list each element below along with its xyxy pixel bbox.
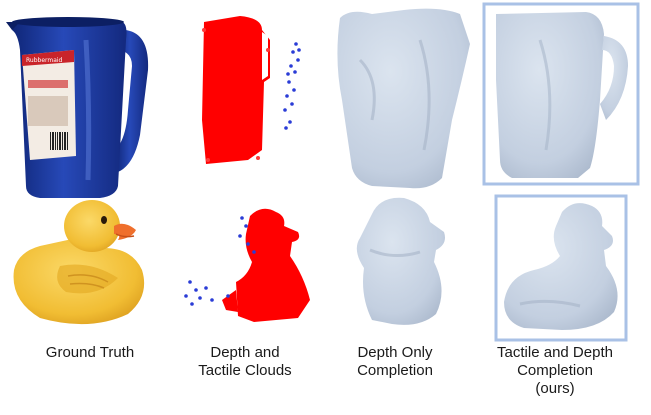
caption-line: Completion xyxy=(480,362,630,380)
tactile-points xyxy=(283,42,301,130)
caption-line: Depth Only xyxy=(320,344,470,362)
caption-line: Tactile and Depth xyxy=(480,344,630,362)
caption-line: Ground Truth xyxy=(15,344,165,362)
duck-tactile-depth-mesh xyxy=(496,196,626,340)
pitcher-tactile-depth-mesh xyxy=(484,4,638,184)
caption-line: (ours) xyxy=(480,380,630,398)
svg-text:Rubbermaid: Rubbermaid xyxy=(26,57,63,64)
caption-depth-only-completion: Depth Only Completion xyxy=(320,344,470,380)
caption-depth-tactile-clouds: Depth and Tactile Clouds xyxy=(170,344,320,380)
caption-tactile-depth-completion: Tactile and Depth Completion (ours) xyxy=(480,344,630,398)
pitcher-depth-only-mesh xyxy=(337,9,470,189)
pitcher-point-cloud xyxy=(202,16,301,164)
caption-ground-truth: Ground Truth xyxy=(15,344,165,362)
duck-photo xyxy=(14,200,145,324)
caption-line: Depth and xyxy=(170,344,320,362)
caption-line: Completion xyxy=(320,362,470,380)
duck-depth-only-mesh xyxy=(357,198,445,325)
caption-line: Tactile Clouds xyxy=(170,362,320,380)
pitcher-photo: Rubbermaid xyxy=(6,17,148,198)
duck-point-cloud xyxy=(184,209,310,322)
